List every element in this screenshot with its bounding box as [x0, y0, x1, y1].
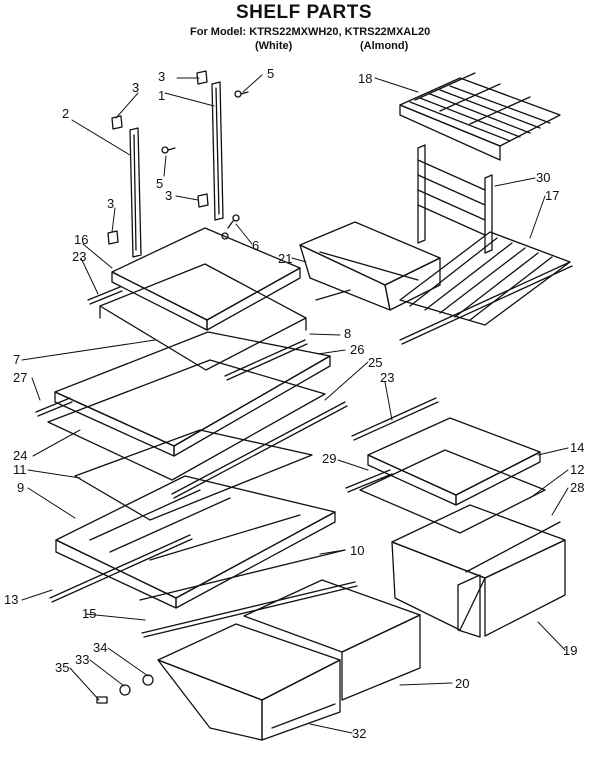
callout-3b: 3: [132, 80, 139, 95]
wire-shelf-rack: [399, 144, 573, 345]
wire-shelf-top: [399, 72, 561, 161]
callout-5a: 5: [267, 66, 274, 81]
callout-20: 20: [455, 676, 469, 691]
snack-pan: [299, 221, 441, 311]
callout-6: 6: [252, 238, 259, 253]
callout-8: 8: [344, 326, 351, 341]
callout-15: 15: [82, 606, 96, 621]
callout-2: 2: [62, 106, 69, 121]
callout-34: 34: [93, 640, 107, 655]
variant-almond: (Almond): [360, 40, 409, 52]
callout-17: 17: [545, 188, 559, 203]
diagram-header: SHELF PARTS For Model: KTRS22MXWH20, KTR…: [0, 0, 608, 60]
callout-3c: 3: [165, 188, 172, 203]
callout-25: 25: [368, 355, 382, 370]
callout-5b: 5: [156, 176, 163, 191]
callout-13: 13: [4, 592, 18, 607]
callout-33: 33: [75, 652, 89, 667]
leader-lines: [21, 74, 569, 734]
model-numbers: For Model: KTRS22MXWH20, KTRS22MXAL20: [190, 26, 431, 38]
crisper-glides: [141, 581, 358, 638]
crisper-drawer-right: [391, 504, 566, 638]
callout-18: 18: [358, 71, 372, 86]
callout-3d: 3: [107, 196, 114, 211]
glass-shelf-middle: [35, 331, 348, 499]
callout-24: 24: [13, 448, 27, 463]
crisper-cover-frame: [49, 475, 346, 609]
callout-10: 10: [350, 543, 364, 558]
variant-white: (White): [255, 40, 293, 52]
glass-shelf-upper: [87, 227, 308, 381]
callout-21: 21: [278, 251, 292, 266]
crisper-drawers: [157, 579, 421, 741]
callout-16: 16: [74, 232, 88, 247]
callout-26: 26: [350, 342, 364, 357]
shelf-screws: [161, 90, 249, 240]
callout-23a: 23: [72, 249, 86, 264]
adjuster-hardware: [96, 674, 154, 704]
callout-7: 7: [13, 352, 20, 367]
callout-30: 30: [536, 170, 550, 185]
callout-12: 12: [570, 462, 584, 477]
diagram-title: SHELF PARTS: [235, 2, 373, 23]
callout-11: 11: [13, 462, 27, 477]
callout-35: 35: [55, 660, 69, 675]
callout-19: 19: [563, 643, 577, 658]
callout-1: 1: [158, 88, 165, 103]
callout-14: 14: [570, 440, 584, 455]
shelf-support-left: [111, 115, 142, 258]
callout-23b: 23: [380, 370, 394, 385]
callout-labels: 1 2 3 3 3 3 5 5 6 16 23 21 18 30 17 8 26…: [4, 66, 584, 741]
callout-27: 27: [13, 370, 27, 385]
callout-29: 29: [322, 451, 336, 466]
glass-shelf-right: [345, 397, 561, 573]
shelf-support-right: [107, 70, 224, 245]
callout-28: 28: [570, 480, 584, 495]
callout-32: 32: [352, 726, 366, 741]
callout-9: 9: [17, 480, 24, 495]
callout-3a: 3: [158, 69, 165, 84]
